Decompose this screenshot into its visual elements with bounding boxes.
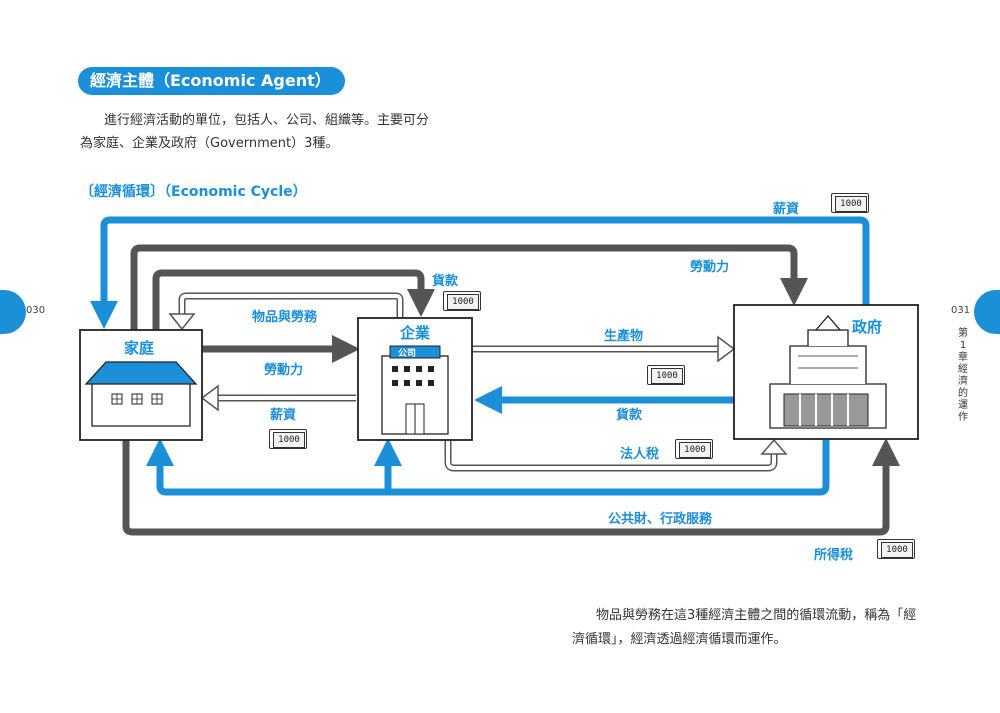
intro-line-1: 進行經濟活動的單位，包括人、公司、組織等。主要可分 xyxy=(104,113,430,128)
diagram-title: 〔經濟循環〕（Economic Cycle） xyxy=(80,184,307,200)
label-labor-mid: 勞動力 xyxy=(264,363,304,378)
label-income-tax: 所得稅 xyxy=(814,548,854,563)
label-public-services: 公共財、行政服務 xyxy=(608,512,713,527)
caption-line-1: 物品與勞務在這3種經濟主體之間的循環流動，稱為「經 xyxy=(596,608,917,623)
wages-arrow-top xyxy=(90,216,870,329)
money-note-icon: 1000 xyxy=(644,364,686,385)
money-note-icon: 1000 xyxy=(828,192,870,213)
label-corporate-tax: 法人稅 xyxy=(620,447,660,462)
label-loan-top: 貨款 xyxy=(432,274,459,289)
income-tax-arrow xyxy=(122,438,900,536)
label-wages-top: 薪資 xyxy=(773,202,800,217)
label-labor-top: 勞動力 xyxy=(690,260,730,275)
money-note-icon: 1000 xyxy=(874,538,916,559)
chapter-label: 第1章 經濟的運作 xyxy=(958,328,978,423)
page-number-right: 031 xyxy=(951,305,971,316)
company-label: 企業 xyxy=(400,324,431,342)
loan-arrow-top xyxy=(152,269,435,330)
section-heading: 經濟主體（Economic Agent） xyxy=(78,67,345,95)
government-building-illustration xyxy=(769,315,887,429)
intro-line-2: 為家庭、企業及政府（Government）3種。 xyxy=(80,136,339,151)
company-building-illustration xyxy=(381,345,449,435)
government-label: 政府 xyxy=(852,318,883,336)
label-wages-mid: 薪資 xyxy=(270,408,297,423)
money-note-icon: 1000 xyxy=(672,438,714,459)
money-note-icon: 1000 xyxy=(266,428,308,449)
house-illustration xyxy=(84,361,198,427)
company-sign: 公司 xyxy=(398,349,417,359)
corporate-tax-arrow xyxy=(444,440,778,472)
page-number-left: 030 xyxy=(26,305,46,316)
label-products: 生產物 xyxy=(604,329,644,344)
household-label: 家庭 xyxy=(124,339,155,357)
public-services-arrow xyxy=(146,438,830,496)
label-goods-services: 物品與勞務 xyxy=(252,310,318,325)
money-note-icon: 1000 xyxy=(440,290,482,311)
label-payment: 貨款 xyxy=(616,408,643,423)
labor-arrow-top xyxy=(130,244,808,330)
caption-line-2: 濟循環」，經濟透過經濟循環而運作。 xyxy=(572,632,787,647)
